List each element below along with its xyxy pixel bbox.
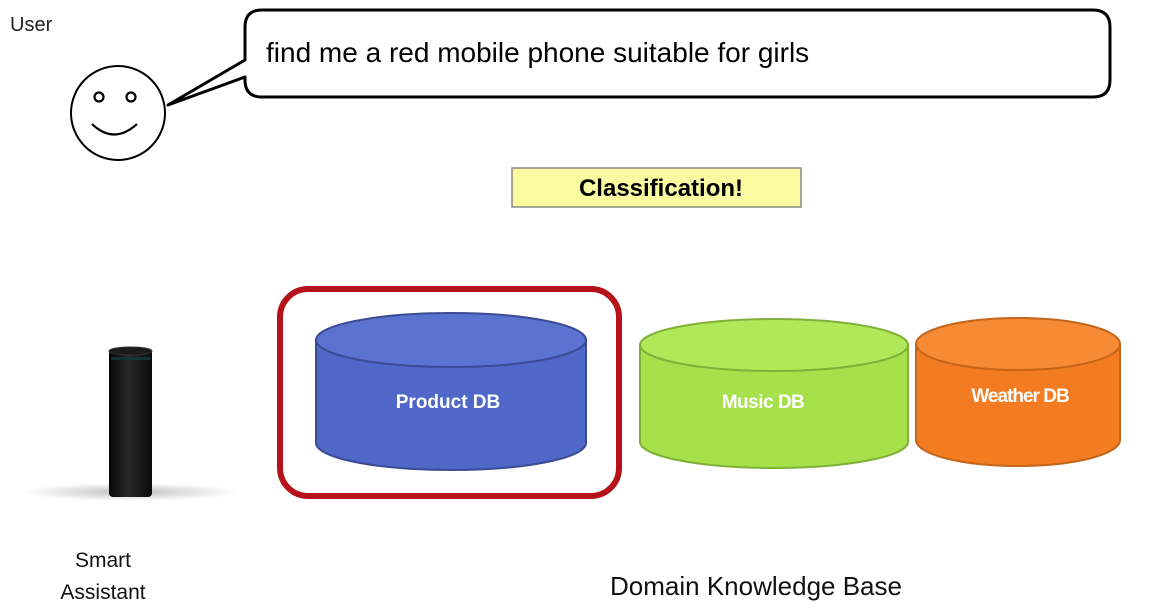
weather-db-cylinder xyxy=(915,317,1121,467)
classification-box xyxy=(511,167,802,208)
assistant-label-line1: Smart xyxy=(75,549,131,572)
assistant-label-line2: Assistant xyxy=(60,581,145,604)
user-label: User xyxy=(10,14,53,36)
user-smiley-icon xyxy=(70,65,166,161)
product-db-label: Product DB xyxy=(396,392,501,413)
speech-text: find me a red mobile phone suitable for … xyxy=(266,37,809,68)
weather-db-label: Weather DB xyxy=(971,386,1069,407)
music-db-cylinder xyxy=(639,318,909,469)
selected-database-highlight xyxy=(277,286,622,499)
music-db-label: Music DB xyxy=(722,392,805,413)
speech-bubble xyxy=(166,8,1112,107)
knowledge-base-label: Domain Knowledge Base xyxy=(610,571,902,601)
smart-speaker-icon xyxy=(22,346,238,501)
classification-label: Classification! xyxy=(579,175,743,202)
product-db-cylinder xyxy=(315,312,587,471)
